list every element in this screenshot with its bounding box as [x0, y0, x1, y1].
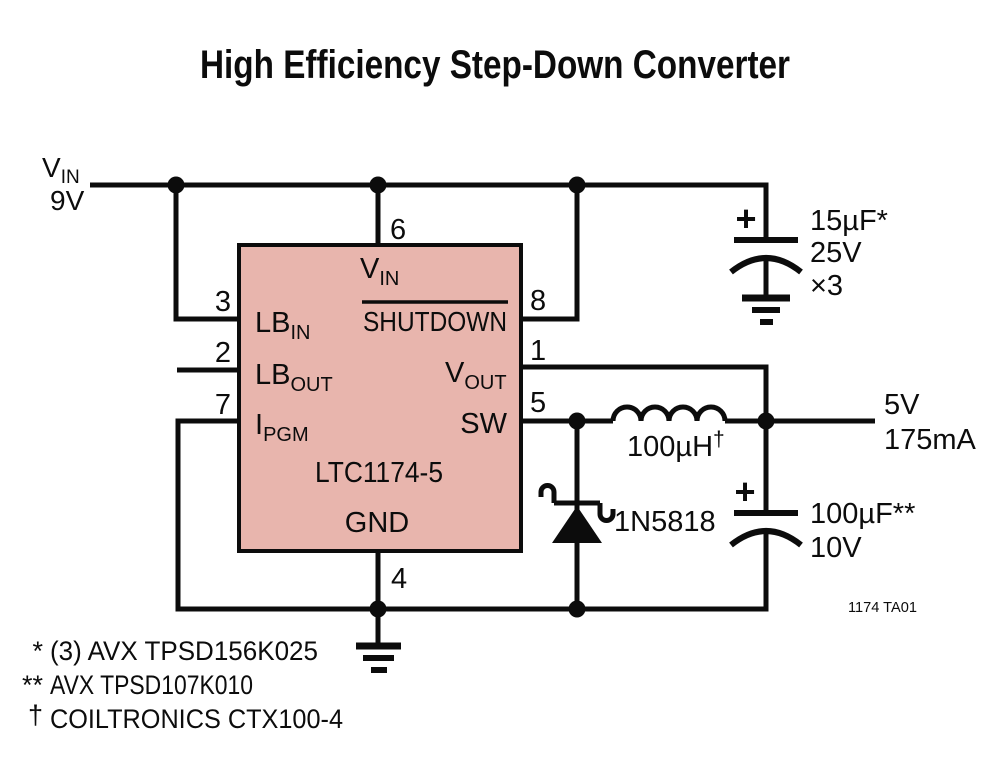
diode-triangle-icon [552, 506, 602, 543]
pin-number-8: 8 [530, 285, 546, 317]
footnote-mark: † [28, 700, 43, 730]
schematic-title: High Efficiency Step-Down Converter [200, 43, 790, 87]
footnote-text: COILTRONICS CTX100-4 [50, 704, 343, 734]
pin-number-3: 3 [215, 286, 231, 318]
polarity-plus-icon: + [735, 198, 756, 239]
output-voltage: 5V [884, 389, 920, 421]
ic-pin-label-shutdown: SHUTDOWN [363, 306, 507, 337]
pin-number-5: 5 [530, 387, 546, 419]
ic-pin-label-ipgm: IPGM [255, 409, 309, 446]
ic-body [237, 243, 523, 553]
footnote-mark: ** [22, 670, 44, 700]
footnote-text: AVX TPSD107K010 [50, 670, 253, 700]
ic-pin-label-sw: SW [460, 408, 507, 440]
junction-dots [167, 176, 775, 618]
output-current: 175mA [884, 424, 977, 456]
inductor-value: 100µH† [627, 428, 725, 463]
schottky-diode: 1N5818 [538, 483, 716, 543]
footnote-mark: * [32, 636, 43, 666]
pin8-wire [519, 185, 580, 322]
schottky-hook-left [538, 483, 557, 503]
output-cap-voltage: 10V [810, 532, 862, 564]
schottky-hook-right [597, 503, 616, 523]
ic-pin-label-gnd: GND [345, 507, 409, 539]
pin-number-6: 6 [390, 214, 406, 246]
footnote-text: (3) AVX TPSD156K025 [50, 636, 318, 666]
ground-icon [356, 642, 401, 673]
junction-dot [568, 176, 586, 194]
junction-dot [568, 412, 586, 430]
polarity-plus-icon: + [734, 471, 755, 512]
input-source-label: VIN 9V [42, 152, 85, 216]
pin-number-4: 4 [391, 563, 407, 595]
junction-dot [369, 600, 387, 618]
output-capacitor: + 100µF** 10V [729, 471, 915, 609]
vout-wire [519, 364, 769, 512]
diode-part-number: 1N5818 [614, 506, 716, 538]
ground-icon [742, 294, 790, 325]
pin-number-7: 7 [215, 389, 231, 421]
input-cap-value: 15µF* [810, 205, 888, 237]
pin-number-1: 1 [530, 335, 546, 367]
figure-id: 1174 TA01 [848, 599, 917, 616]
vin-source-label: VIN [42, 152, 80, 188]
input-capacitor: + 15µF* 25V ×3 [729, 198, 888, 325]
ic-pin-label-lbout: LBOUT [255, 359, 333, 396]
ic-part-number: LTC1174-5 [315, 457, 443, 489]
output-label: 5V 175mA [884, 389, 977, 456]
ic-pin-label-vout: VOUT [445, 357, 507, 394]
junction-dot [757, 412, 775, 430]
vin-rail-wire [90, 182, 769, 237]
junction-dot [568, 600, 586, 618]
input-cap-voltage: 25V [810, 237, 862, 269]
lbin-branch-wire [173, 185, 241, 322]
ic-ltc1174: 6 3 2 7 8 1 5 4 VIN SHUTDOWN LBIN LBOUT … [215, 214, 546, 595]
footnotes: * (3) AVX TPSD156K025 ** AVX TPSD107K010… [22, 636, 343, 734]
junction-dot [167, 176, 185, 194]
ic-pin-label-vin: VIN [360, 253, 399, 290]
junction-dot [369, 176, 387, 194]
output-cap-value: 100µF** [810, 498, 915, 530]
input-cap-quantity: ×3 [810, 270, 843, 302]
inductor-coil-icon [610, 404, 728, 422]
ic-pin-label-lbin: LBIN [255, 307, 310, 344]
vin-source-value: 9V [50, 185, 85, 216]
pin-number-2: 2 [215, 337, 231, 369]
inductor: 100µH† [610, 404, 728, 463]
